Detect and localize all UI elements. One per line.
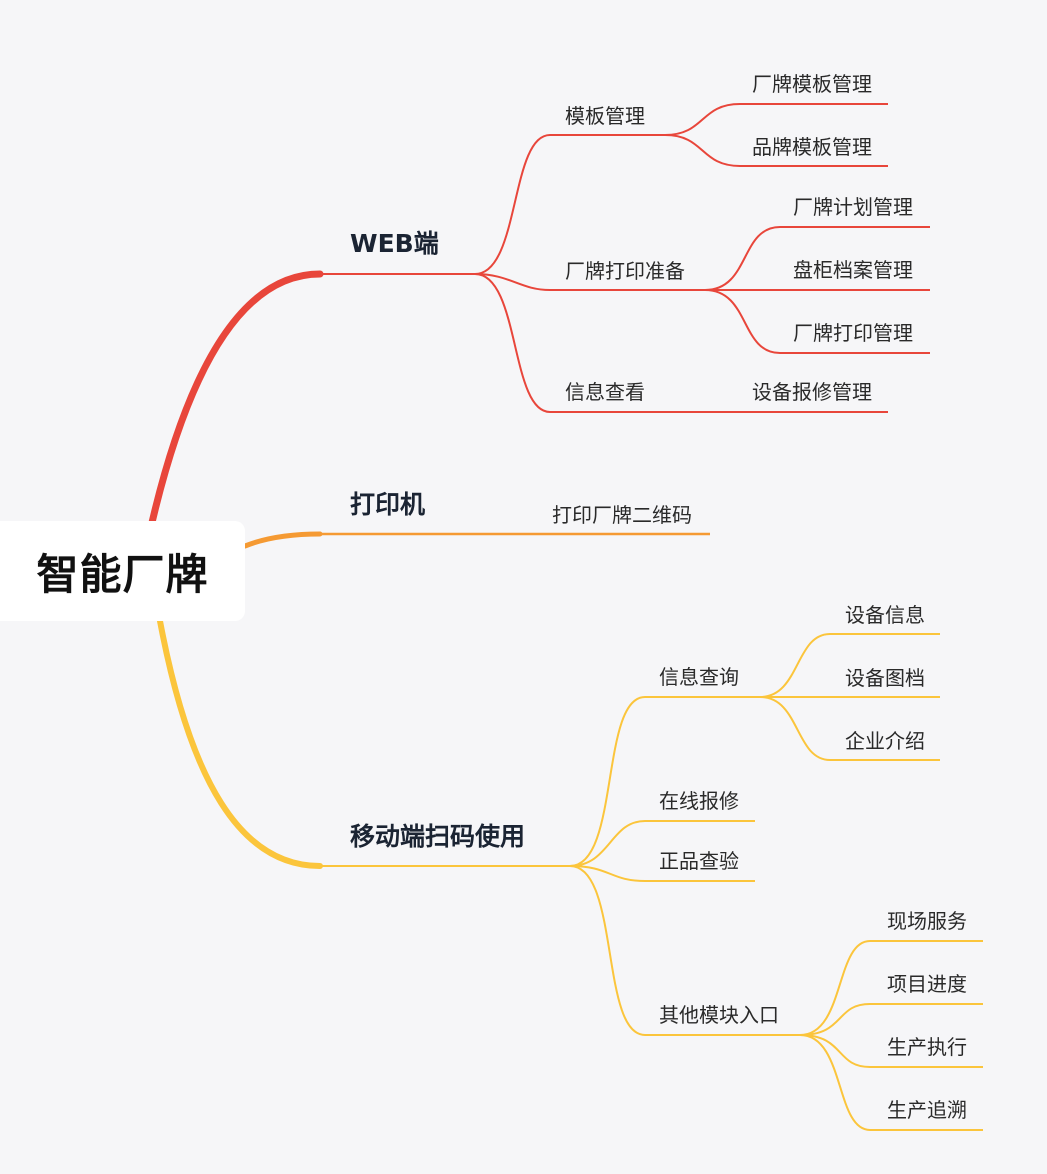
node-printprep-leaf-1[interactable]: 厂牌计划管理: [793, 195, 913, 219]
node-template-leaf-1[interactable]: 厂牌模板管理: [752, 72, 872, 96]
connector-root-web: [144, 270, 324, 544]
node-printprep-leaf-3[interactable]: 厂牌打印管理: [793, 321, 913, 345]
connector-web-printprep: [474, 273, 705, 291]
connector-root-printer: [242, 531, 323, 549]
connector-other-leaf4: [799, 1034, 983, 1131]
node-template-leaf-2[interactable]: 品牌模板管理: [752, 135, 872, 159]
root-node[interactable]: 智能厂牌: [0, 521, 245, 621]
node-infoview-leaf-1[interactable]: 设备报修管理: [752, 380, 872, 404]
connector-web-template: [474, 134, 665, 275]
node-other-leaf-4[interactable]: 生产追溯: [887, 1098, 967, 1122]
connector-mobile-repair: [569, 820, 755, 867]
connector-printprep-leaf1: [704, 226, 930, 291]
node-print-qr[interactable]: 打印厂牌二维码: [552, 503, 692, 527]
branch-mobile[interactable]: 移动端扫码使用: [350, 822, 526, 851]
node-other-leaf-2[interactable]: 项目进度: [887, 972, 967, 996]
connector-web-infoview: [474, 273, 888, 413]
connector-other-leaf3: [799, 1034, 983, 1068]
node-other-leaf-3[interactable]: 生产执行: [887, 1035, 967, 1059]
connector-other-leaf1: [799, 940, 983, 1036]
connector-other-leaf2: [799, 1003, 983, 1036]
connector-mobile-infoquery: [569, 696, 760, 867]
node-infoquery-leaf-3[interactable]: 企业介绍: [845, 729, 925, 753]
node-other-modules[interactable]: 其他模块入口: [659, 1003, 779, 1027]
node-info-view[interactable]: 信息查看: [565, 380, 645, 404]
branch-web[interactable]: WEB端: [350, 229, 439, 258]
node-online-repair[interactable]: 在线报修: [659, 789, 739, 813]
node-other-leaf-1[interactable]: 现场服务: [887, 909, 967, 933]
connector-mobile-other: [569, 865, 800, 1036]
connector-template-leaf1: [664, 103, 888, 136]
connector-template-leaf2: [664, 134, 888, 167]
connector-root-mobile: [157, 618, 323, 869]
node-infoquery-leaf-2[interactable]: 设备图档: [845, 666, 925, 690]
node-infoquery-leaf-1[interactable]: 设备信息: [845, 603, 925, 627]
node-printprep-leaf-2[interactable]: 盘柜档案管理: [793, 258, 913, 282]
branch-printer[interactable]: 打印机: [350, 490, 426, 519]
connector-infoquery-leaf3: [759, 696, 940, 761]
node-info-query[interactable]: 信息查询: [659, 665, 739, 689]
node-template-mgmt[interactable]: 模板管理: [565, 104, 645, 128]
root-label: 智能厂牌: [36, 549, 209, 599]
connector-printprep-leaf3: [704, 289, 930, 354]
connector-mobile-genuine: [569, 865, 755, 882]
node-genuine-check[interactable]: 正品查验: [659, 849, 739, 873]
node-print-prep[interactable]: 厂牌打印准备: [565, 259, 685, 283]
connector-infoquery-leaf1: [759, 633, 940, 698]
